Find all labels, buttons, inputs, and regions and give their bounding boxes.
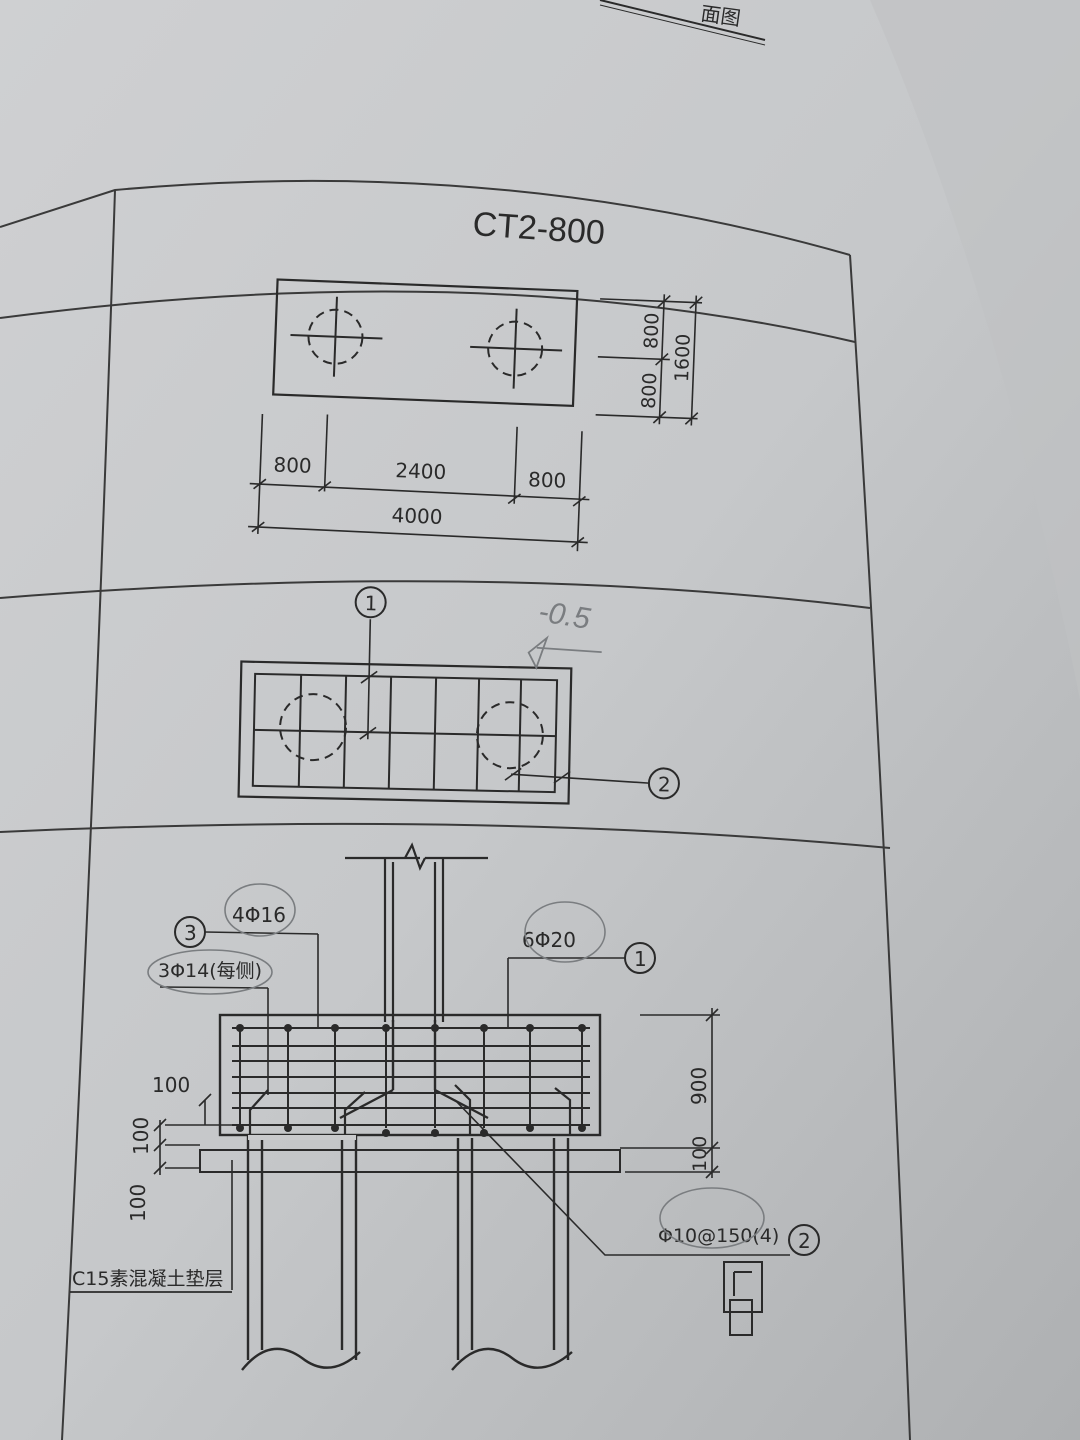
pile-circle-left	[290, 296, 383, 377]
bar-label-side-3-14: 3Φ14(每侧)	[158, 960, 262, 982]
handwritten-note: -0.5	[536, 595, 593, 636]
page-shadow	[870, 0, 1080, 700]
section-marker-1-circle	[624, 942, 656, 974]
plan-dim-1600: 1600	[671, 333, 695, 382]
marker-2-circle	[647, 767, 680, 800]
dim-right-900: 900	[687, 1067, 711, 1105]
frame-row-line-3	[0, 822, 891, 849]
cap-stirrup-legs	[239, 1025, 583, 1128]
plan-dim-2400: 2400	[395, 458, 447, 484]
plan-dim-800-bottom: 800	[638, 372, 661, 409]
pencil-circles	[147, 883, 765, 1249]
pile-circle-right	[470, 308, 563, 389]
column-dowels	[339, 1020, 489, 1120]
section-marker-3-circle	[174, 916, 206, 948]
dim-left-100-c: 100	[126, 1184, 150, 1222]
plan-right-dimension-lines	[595, 294, 703, 426]
bar-label-4-16: 4Φ16	[232, 903, 286, 927]
pile-dashed-left	[279, 693, 348, 762]
pile-dashed-right	[475, 701, 544, 770]
column-outline	[345, 842, 488, 1022]
dim-right-100: 100	[689, 1136, 711, 1172]
stirrup-label: Φ10@150(4)	[658, 1225, 779, 1247]
right-dimension-lines	[620, 1008, 720, 1179]
section-marker-3-text: 3	[184, 921, 197, 945]
marker-1-text: 1	[364, 591, 377, 615]
stirrup-detail-icon	[723, 1261, 763, 1336]
section-leaders	[159, 931, 790, 1256]
rebar-outer-outline	[237, 660, 573, 805]
marker-1-leader	[366, 619, 372, 740]
dim-left-100-a: 100	[152, 1073, 190, 1097]
plan-dim-800-right: 800	[528, 467, 567, 492]
frame-row-line-2	[0, 580, 871, 609]
piles	[241, 1135, 573, 1371]
marker-2-text: 2	[658, 772, 671, 796]
header-fragment: 面图	[599, 0, 766, 46]
section-view: 3 1 2 4Φ16 3Φ14(每侧) 6Φ20 Φ10@150(4) 100 …	[70, 842, 820, 1371]
frame-row-line-1	[0, 290, 856, 343]
frame-column-right	[849, 254, 911, 1440]
cushion-label: C15素混凝土垫层	[72, 1268, 223, 1290]
plan-bottom-dimension-lines	[248, 413, 590, 552]
pile-cap-title: CT2-800	[471, 205, 606, 252]
plan-dim-4000: 4000	[391, 503, 443, 529]
plan-dim-800-left: 800	[273, 452, 312, 477]
cushion-layer	[199, 1149, 621, 1173]
pile-anchorage-bars	[248, 1084, 572, 1135]
pile-cap-section-outline	[218, 1013, 602, 1137]
frame-column-left	[61, 189, 116, 1440]
section-marker-2-circle	[788, 1224, 820, 1256]
plan-view: 800 2400 800 4000 800 800 1600	[248, 278, 703, 552]
plan-dim-800-top: 800	[640, 312, 663, 349]
table-frame	[0, 179, 911, 1440]
dim-left-100-b: 100	[129, 1117, 153, 1155]
pile-cap-outline	[272, 278, 579, 408]
section-marker-1-text: 1	[634, 947, 647, 971]
marker-1-circle	[354, 586, 387, 619]
marker-2-leader	[511, 773, 649, 784]
left-dimension-lines	[153, 1093, 248, 1175]
rebar-dots	[236, 1024, 586, 1137]
reinforcement-plan: 1 2 -0.5	[237, 586, 680, 805]
frame-top-line	[0, 179, 851, 256]
handwritten-level-mark	[527, 635, 602, 671]
bar-label-6-20: 6Φ20	[522, 928, 576, 952]
section-marker-2-text: 2	[798, 1229, 811, 1253]
